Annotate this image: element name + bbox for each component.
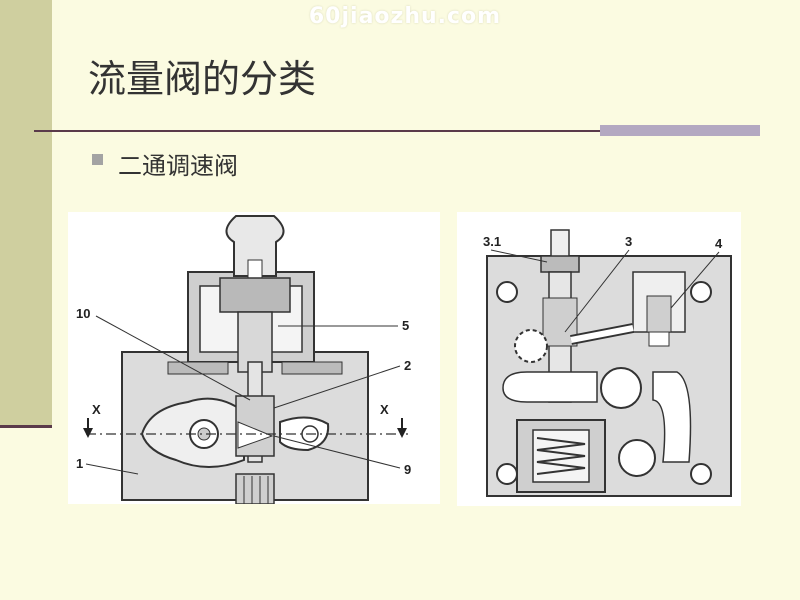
- left-sidebar-underline: [0, 425, 52, 428]
- label-3: 3: [625, 234, 632, 249]
- label-10: 10: [76, 306, 90, 321]
- bullet-square-icon: [92, 154, 103, 165]
- valve-section-drawing: 10 5 2 X X 1 9: [68, 212, 440, 504]
- watermark-text: 60jiaozhu.com: [308, 4, 502, 29]
- label-5: 5: [402, 318, 409, 333]
- valve-plan-svg: 3.1 3 4: [483, 229, 732, 497]
- label-4: 4: [715, 236, 723, 251]
- label-x-left: X: [92, 402, 101, 417]
- title-divider: [34, 130, 760, 132]
- label-x-right: X: [380, 402, 389, 417]
- label-2: 2: [404, 358, 411, 373]
- title-divider-accent: [600, 125, 760, 136]
- left-sidebar-bar: [0, 0, 52, 427]
- label-3-1: 3.1: [483, 234, 501, 249]
- slide-title: 流量阀的分类: [88, 57, 317, 101]
- bullet-item: 二通调速阀: [118, 152, 238, 180]
- label-1: 1: [76, 456, 83, 471]
- label-9: 9: [404, 462, 411, 477]
- valve-plan-drawing: 3.1 3 4: [457, 212, 741, 506]
- valve-section-svg: 10 5 2 X X 1 9: [76, 215, 411, 504]
